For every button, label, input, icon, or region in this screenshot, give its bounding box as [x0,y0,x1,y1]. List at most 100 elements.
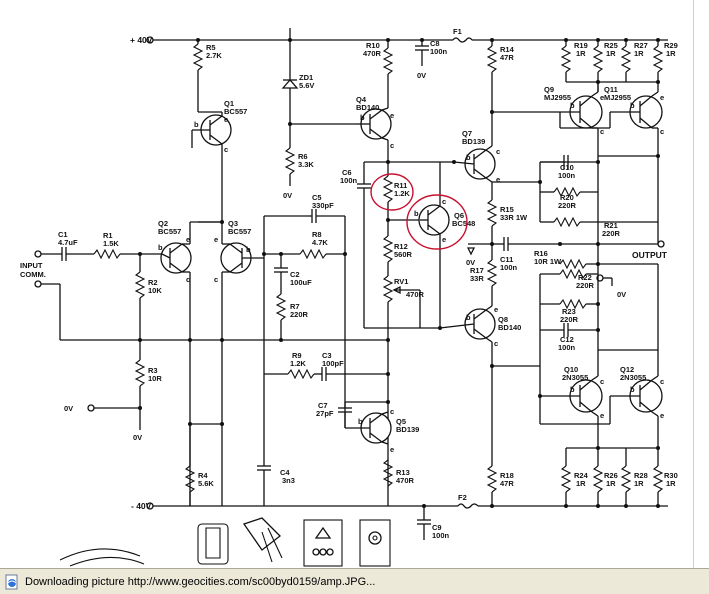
zero-v-r3-label: 0V [133,433,142,442]
transistor-q5: Q5 BD139 c e b [345,407,419,454]
capacitor-c12: C12 100n [558,323,598,352]
capacitor-c4: C4 3n3 [257,374,295,506]
resistor-r30: R30 1R [652,448,678,508]
ground-left: 0V 0V [64,404,142,442]
r2-value: 10K [148,286,162,295]
resistor-r29: R29 1R [652,38,678,92]
resistor-r27: R27 1R [620,38,648,82]
q8-pin-b: b [466,313,471,322]
capacitor-c6: C6 100n [340,162,371,328]
capacitor-c8: C8 100n 0V [415,38,448,80]
r24-ref: R24 [574,471,589,480]
q8-pin-c: c [494,339,498,348]
capacitor-c3: C3 100pF [321,351,388,381]
neg-rail-terminal [146,502,154,510]
r27-value: 1R [634,49,644,58]
transistor-q8: Q8 BD140 e c b [439,305,521,348]
capacitor-c11: C11 100n [500,237,530,272]
c8-ref: C8 [430,39,440,48]
package-pin-drawing [359,519,391,567]
resistor-r6: R6 3.3K 0V [283,147,314,200]
page-edge [693,0,709,568]
q6-value: BC548 [452,219,475,228]
q8-value: BD140 [498,323,521,332]
q12-pin-c: c [660,377,664,386]
rv1-value: 470R [406,290,425,299]
c7-ref: C7 [318,401,328,410]
q7-ref: Q7 [462,129,472,138]
resistor-r22: R22 220R [559,268,598,290]
q1-pin-c: c [224,145,228,154]
amplifier-schematic: + 40V - 40V F1 F2 INPUT COMM. C1 4.7uF R… [20,27,678,567]
r13-value: 470R [396,476,415,485]
q3-value: BC557 [228,227,251,236]
q5-pin-b: b [358,417,363,426]
r23-value: 220R [560,315,579,324]
transistor-q2: Q2 BC557 e c b [158,219,192,284]
c10-value: 100n [558,171,576,180]
transistor-q9: Q9 MJ2955 e c b [544,85,604,136]
r20-value: 220R [558,201,577,210]
r17-value: 33R [470,274,484,283]
q1-pin-e: e [224,115,228,124]
c2-ref: C2 [290,270,300,279]
r15-value: 33R 1W [500,213,528,222]
q10-value: 2N3055 [562,373,588,382]
zero-v-r6-label: 0V [283,191,292,200]
r8-ref: R8 [312,230,322,239]
c1-ref: C1 [58,230,68,239]
c9-ref: C9 [432,523,442,532]
c2-value: 100uF [290,278,312,287]
comm-label: COMM. [20,270,46,279]
r6-ref: R6 [298,152,308,161]
transistor-q4: Q4 BD140 e c b [356,95,394,150]
output-terminal [657,240,665,248]
q10-pin-e: e [600,411,604,420]
r27-ref: R27 [634,41,648,50]
r16-value: 10R 1W [534,257,562,266]
zener-zd1: ZD1 5.6V [281,28,314,148]
r4-value: 5.6K [198,479,214,488]
q4-pin-e: e [390,111,394,120]
resistor-r5: R5 2.7K [192,38,222,112]
resistor-r10: R10 470R [363,38,394,108]
r14-ref: R14 [500,45,515,54]
q9-value: MJ2955 [544,93,571,102]
q11-pin-b: b [630,101,635,110]
q2-pin-e: e [186,235,190,244]
q7-value: BD139 [462,137,485,146]
q6-pin-c: c [442,197,446,206]
q10-pin-b: b [570,385,575,394]
capacitor-c1: C1 4.7uF [58,230,94,261]
input-terminal [34,250,42,258]
q4-value: BD140 [356,103,379,112]
q2-ref: Q2 [158,219,168,228]
r17-ref: R17 [470,266,484,275]
r26-ref: R26 [604,471,618,480]
q7-pin-e: e [496,175,500,184]
c3-ref: C3 [322,351,332,360]
q9-pin-b: b [570,101,575,110]
q3-pin-b: b [246,245,251,254]
c12-value: 100n [558,343,576,352]
c3-value: 100pF [322,359,344,368]
q11-pin-e: e [660,93,664,102]
q12-pin-b: b [630,385,635,394]
r11-value: 1.2K [394,189,410,198]
input-label: INPUT [20,261,43,270]
r6-value: 3.3K [298,160,314,169]
r22-ref: R22 [578,273,592,282]
r12-ref: R12 [394,242,408,251]
transistor-q3: Q3 BC557 e c b [214,219,264,284]
q2-pin-c: c [186,275,190,284]
q5-pin-c: c [390,407,394,416]
pos-rail-label: + 40V [130,35,153,45]
c1-value: 4.7uF [58,238,78,247]
q3-pin-e: e [214,235,218,244]
q5-value: BD139 [396,425,419,434]
r10-ref: R10 [366,41,380,50]
r3-value: 10R [148,374,162,383]
pos-rail-terminal [146,36,154,44]
r12-value: 560R [394,250,413,259]
q11-pin-c: c [660,127,664,136]
